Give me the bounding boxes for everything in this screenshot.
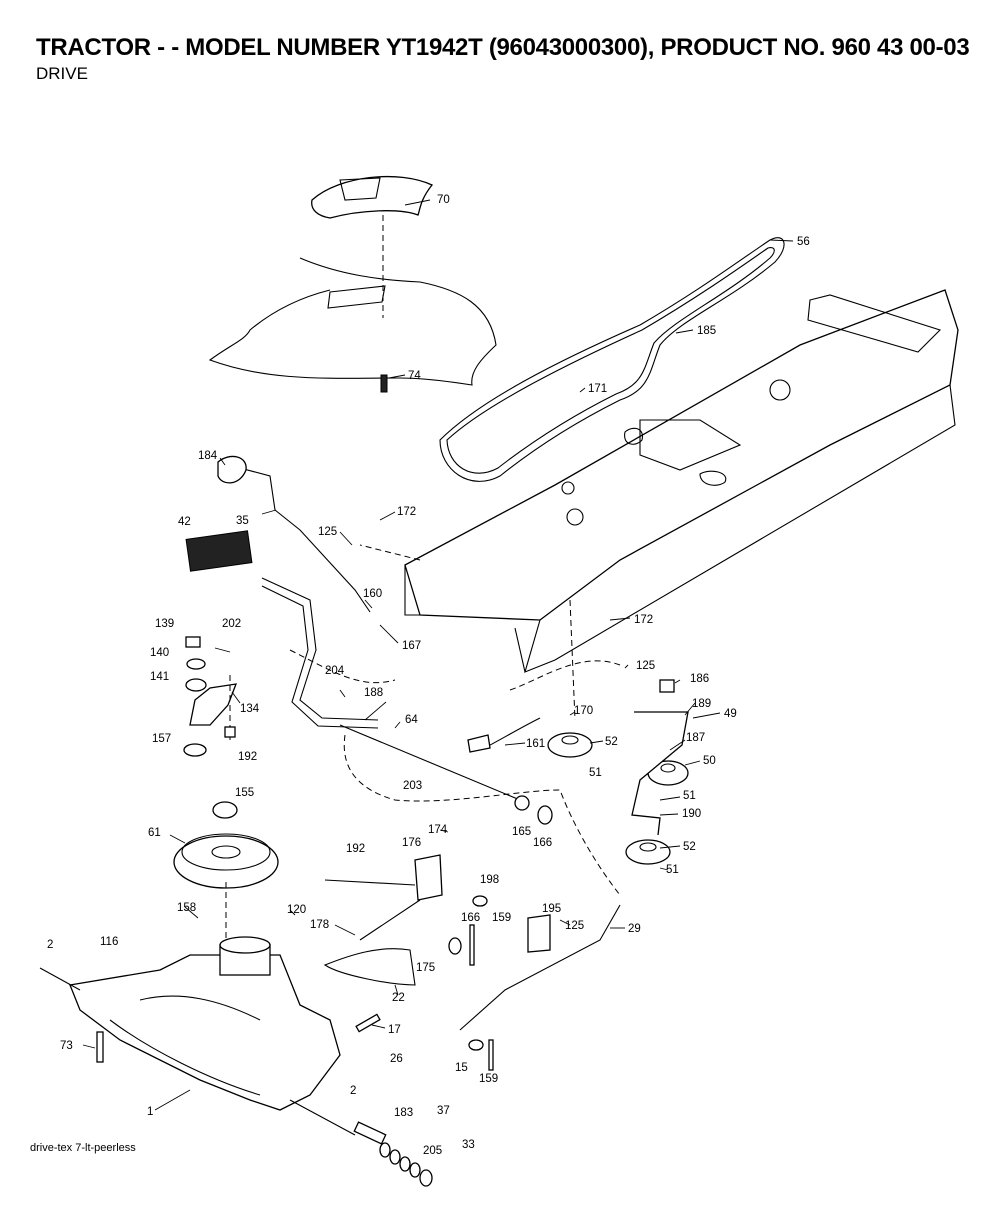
drawing-code: drive-tex 7-lt-peerless [30,1142,136,1154]
callout-label: 51 [589,767,602,779]
diagram-subtitle: DRIVE [36,64,88,83]
callout-label: 159 [492,912,511,924]
brake-pedal [185,530,379,729]
callout-label: 178 [310,919,329,931]
drive-belt [439,237,785,482]
callout-label: 42 [178,516,191,528]
callout-label: 51 [683,790,696,802]
callout-label: 125 [565,920,584,932]
callout-label: 189 [692,698,711,710]
callout-label: 204 [325,665,345,677]
callout-label: 125 [636,660,655,672]
callout-label: 159 [479,1073,498,1085]
callout-label: 140 [150,647,169,659]
axle-hardware [353,1121,433,1187]
shift-lever [217,455,371,613]
callout-label: 198 [480,874,499,886]
brake-bracket [183,636,238,757]
callout-label: 1 [147,1106,153,1118]
callout-leaders [82,199,794,1111]
callout-label: 17 [388,1024,401,1036]
callout-label: 174 [428,824,448,836]
callout-label: 52 [683,841,696,853]
callout-label: 183 [394,1107,413,1119]
callout-label: 205 [423,1145,442,1157]
control-rod [459,904,621,1071]
callout-label: 141 [150,671,169,683]
transaxle-pulley [173,801,279,950]
callout-label: 61 [148,827,161,839]
transaxle [39,936,381,1136]
callout-labels: 70 56 185 74 171 184 172 35 125 42 160 1… [47,194,810,1157]
callout-label: 22 [392,992,405,1004]
callout-label: 171 [588,383,607,395]
reference-lines [289,544,621,896]
callout-label: 192 [346,843,365,855]
callout-label: 161 [526,738,545,750]
callout-label: 175 [416,962,435,974]
callout-label: 188 [364,687,383,699]
callout-label: 2 [350,1085,356,1097]
callout-label: 116 [100,936,118,948]
callout-label: 56 [797,236,810,248]
callout-label: 176 [402,837,421,849]
callout-label: 51 [666,864,679,876]
callout-label: 202 [222,618,241,630]
callout-label: 73 [60,1040,73,1052]
callout-label: 190 [682,808,701,820]
callout-label: 37 [437,1105,450,1117]
callout-label: 52 [605,736,618,748]
callout-label: 158 [177,902,196,914]
callout-label: 172 [634,614,653,626]
callout-label: 186 [690,673,709,685]
pedal-linkage [323,854,488,986]
main-frame [404,289,959,673]
callout-label: 166 [461,912,480,924]
callout-label: 49 [724,708,737,720]
callout-label: 35 [236,515,249,527]
callout-label: 185 [697,325,716,337]
callout-label: 187 [686,732,705,744]
callout-label: 165 [512,826,531,838]
callout-label: 70 [437,194,450,206]
callout-label: 157 [152,733,171,745]
callout-label: 64 [405,714,418,726]
callout-label: 33 [462,1139,475,1151]
callout-label: 160 [363,588,382,600]
callout-label: 203 [403,780,422,792]
callout-label: 172 [397,506,416,518]
callout-label: 29 [628,923,641,935]
callout-label: 134 [240,703,260,715]
callout-label: 195 [542,903,561,915]
callout-label: 50 [703,755,716,767]
callout-label: 170 [574,705,593,717]
brake-shaft [339,717,553,825]
callout-label: 26 [390,1053,403,1065]
fender-drawing [208,176,497,393]
callout-label: 15 [455,1062,468,1074]
callout-label: 184 [198,450,218,462]
callout-label: 139 [155,618,174,630]
callout-label: 74 [408,370,421,382]
callout-label: 120 [287,904,306,916]
callout-label: 2 [47,939,53,951]
callout-label: 192 [238,751,257,763]
callout-label: 125 [318,526,337,538]
callout-label: 167 [402,640,421,652]
callout-label: 155 [235,787,254,799]
diagram-title: TRACTOR - - MODEL NUMBER YT1942T (960430… [36,34,970,61]
callout-label: 166 [533,837,552,849]
idler-pulleys [547,679,689,865]
